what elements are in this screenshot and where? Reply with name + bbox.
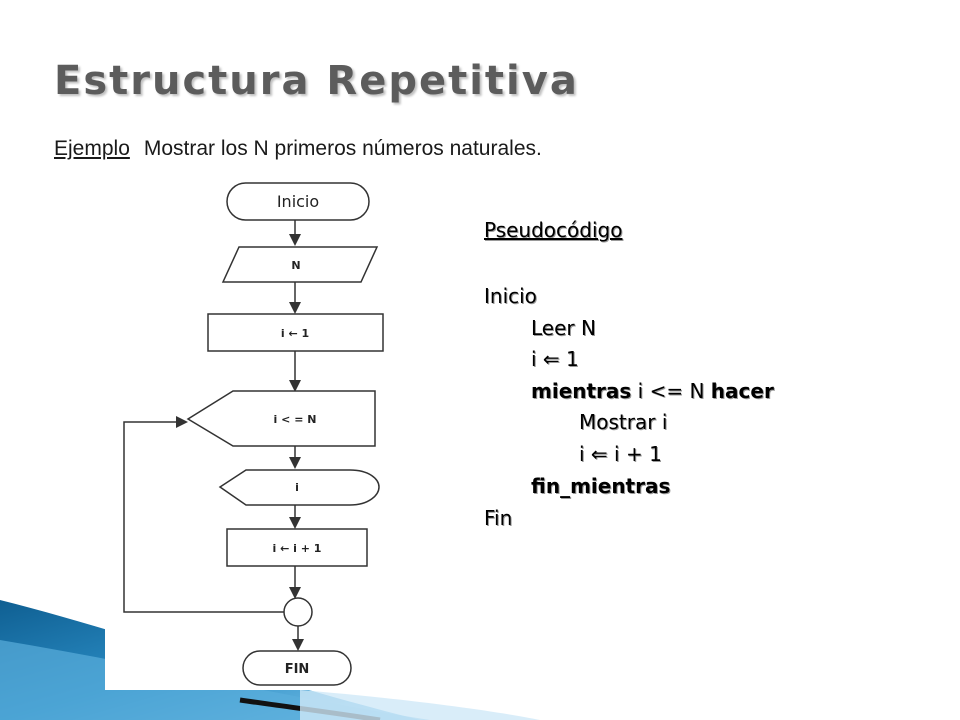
assign-var-text: i: [531, 347, 543, 371]
condition-box: [186, 390, 376, 447]
input-label: N: [291, 259, 300, 272]
output-box: [218, 469, 380, 506]
loop-back-line: [123, 416, 284, 613]
pseudocode-inicio: Inicio: [484, 284, 537, 308]
connector-circle: [283, 597, 313, 627]
pseudocode-leer: Leer N: [531, 316, 596, 340]
start-terminal: [226, 182, 370, 221]
pseudocode-heading: Pseudocódigo: [484, 218, 623, 242]
pseudocode-mostrar: Mostrar i: [579, 410, 668, 434]
flowchart-panel: Inicio N i ← 1 i < = N i i ← i + 1 FIN: [105, 177, 405, 690]
incr-arrow-icon: ⇐: [590, 442, 608, 466]
input-box: [221, 246, 379, 283]
init-label: i ← 1: [281, 327, 309, 340]
output-label: i: [295, 481, 299, 494]
example-text: Mostrar los N primeros números naturales…: [143, 137, 542, 160]
incr-var-text: i: [579, 442, 591, 466]
end-label: FIN: [285, 662, 310, 677]
init-box: [207, 313, 384, 352]
pseudocode-incrementar: i ⇐ i + 1: [579, 442, 662, 466]
pseudocode-fin-mientras: fin_mientras: [531, 474, 671, 498]
start-label: Inicio: [277, 192, 319, 211]
example-label: Ejemplo: [54, 137, 130, 160]
page-title: Estructura Repetitiva: [54, 58, 579, 104]
incr-value-text: i + 1: [607, 442, 662, 466]
pseudocode-asignar: i ⇐ 1: [531, 347, 579, 371]
condition-label: i < = N: [274, 413, 317, 426]
assign-value-text: 1: [559, 347, 579, 371]
increment-label: i ← i + 1: [273, 542, 322, 555]
assign-arrow-icon: ⇐: [542, 347, 560, 371]
flowchart: Inicio N i ← 1 i < = N i i ← i + 1 FIN: [123, 182, 384, 686]
pseudocode-fin: Fin: [484, 506, 513, 530]
example-line: Ejemplo Mostrar los N primeros números na…: [54, 137, 542, 161]
pseudocode-mientras: mientras i <= N hacer: [531, 379, 774, 403]
end-terminal: [242, 650, 352, 686]
increment-box: [226, 528, 368, 567]
